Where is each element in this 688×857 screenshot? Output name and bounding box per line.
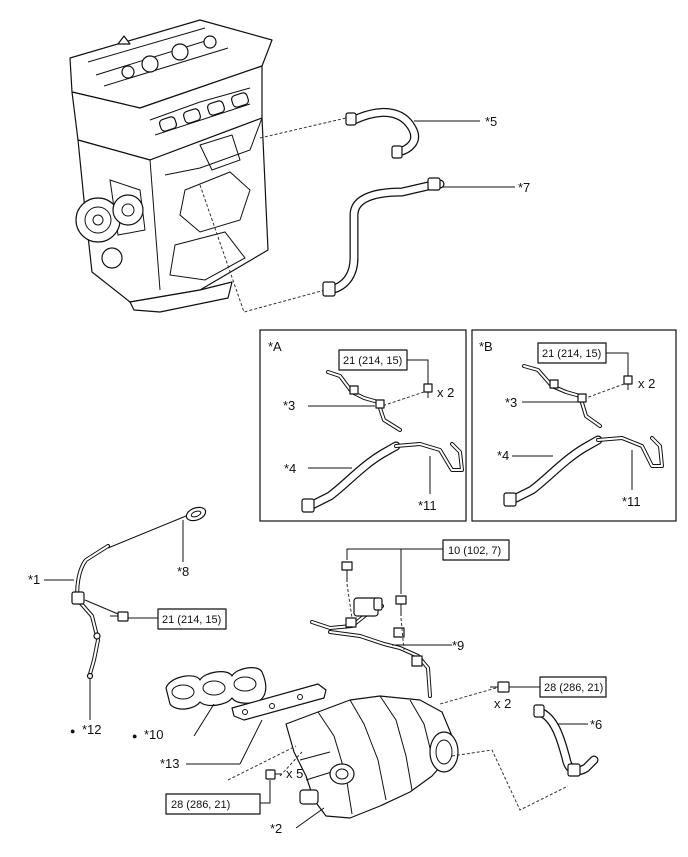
label-part-9: *9 [452,638,464,653]
water-bypass-pipe [310,597,432,698]
label-part-13: *13 [160,756,180,771]
label-part-12: *12 [82,722,102,737]
crank-pulleys [75,194,144,269]
stud-torque-box [539,676,607,698]
label-part-10: *10 [144,727,164,742]
panel-b-torque-text: 21 (214, 15) [542,348,601,360]
intake-gasket [165,667,267,710]
label-panel-b: *B [479,339,493,354]
head-intake-ports [158,92,250,132]
panel-a-torque-text: 21 (214, 15) [343,355,402,367]
manifold-insulator [231,683,327,721]
hose-5 [345,107,420,159]
label-part-2: *2 [270,821,282,836]
pipe-torque-box [442,539,510,561]
panel-a [259,329,467,522]
label-part-3-b: *3 [505,395,517,410]
label-part-4-a: *4 [284,461,296,476]
hose-6 [533,704,599,777]
panel-b-bolt [623,375,633,390]
manifold-torque-box [165,793,261,815]
manifold-torque-text: 28 (286, 21) [171,799,230,811]
engine-assembly [69,19,273,313]
stud-torque-text: 28 (286, 21) [544,682,603,694]
label-part-7: *7 [518,180,530,195]
gauge-torque-box [157,608,227,630]
panel-a-bolt [423,383,433,398]
label-part-1: *1 [28,572,40,587]
label-part-4-b: *4 [497,448,509,463]
label-panel-a: *A [268,339,282,354]
panel-a-qty: x 2 [437,385,454,400]
label-part-3-a: *3 [283,398,295,413]
manifold-qty: x 5 [286,766,303,781]
oil-level-gauge-guide [71,544,110,680]
hose-7 [322,177,445,297]
gauge-guide-bolt [110,611,129,622]
oil-level-gauge [107,506,207,549]
pipe-torque-text: 10 (102, 7) [448,545,501,557]
manifold-stud [490,681,510,693]
pipe-bolts [341,561,407,616]
label-part-6: *6 [590,717,602,732]
label-part-5: *5 [485,114,497,129]
bullet-12: ● [70,726,75,736]
manifold-bolt [265,769,282,780]
stud-qty: x 2 [494,696,511,711]
bullet-10: ● [132,731,137,741]
label-part-11-a: *11 [418,498,437,513]
intake-manifold [285,695,459,819]
panel-b [471,329,677,522]
gauge-torque-text: 21 (214, 15) [162,614,221,626]
label-part-11-b: *11 [622,494,641,509]
label-part-8: *8 [177,564,189,579]
panel-b-qty: x 2 [638,376,655,391]
